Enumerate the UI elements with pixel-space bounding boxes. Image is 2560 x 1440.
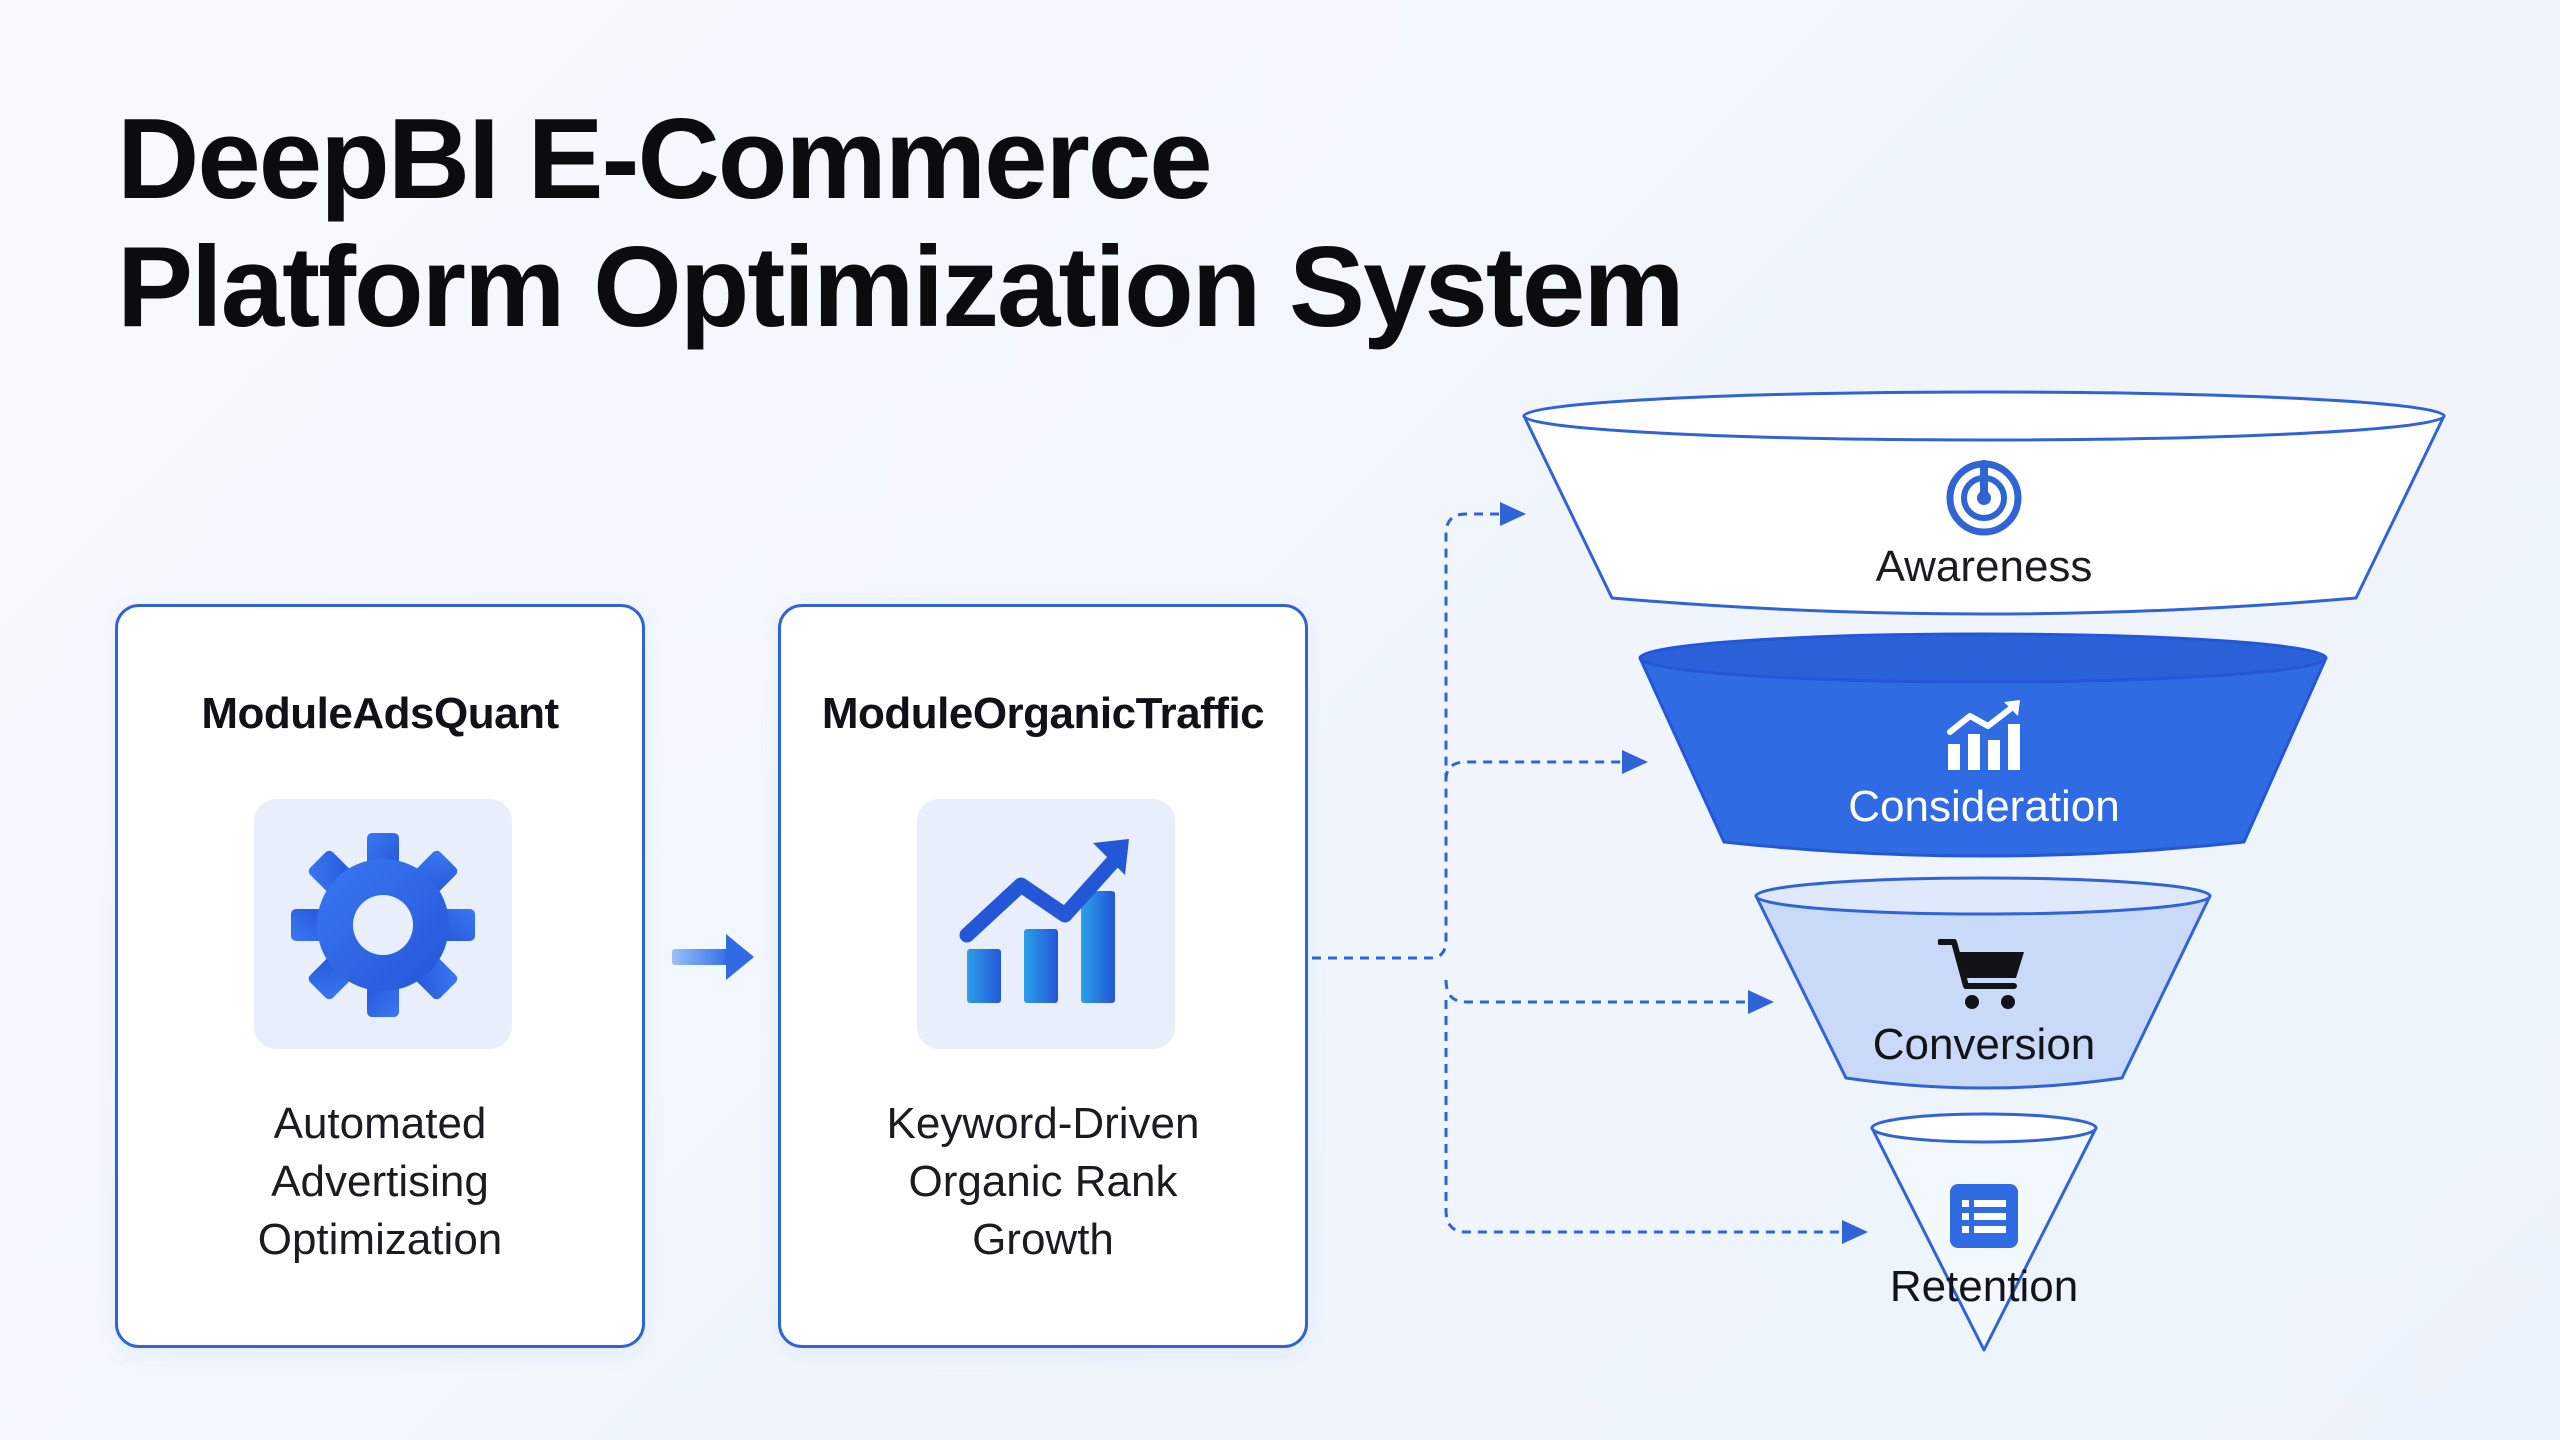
list-document-icon xyxy=(1950,1184,2018,1248)
bar-chart-icon xyxy=(1947,700,2020,770)
stage-label-retention: Retention xyxy=(1889,1262,2079,1311)
module-title: ModuleOrganicTraffic xyxy=(821,689,1265,738)
connector-conversion xyxy=(1444,979,1748,1004)
flow-arrow-right-icon xyxy=(672,934,754,980)
module-card-ads-quant: ModuleAdsQuant Automa xyxy=(115,604,645,1348)
gear-icon xyxy=(291,833,475,1017)
page-title: DeepBI E-Commerce Platform Optimization … xyxy=(117,96,1685,352)
module-icon-tile xyxy=(917,799,1175,1049)
module-card-organic-traffic: ModuleOrganicTraffic Keyword-Driven Orga… xyxy=(778,604,1308,1348)
funnel-stage-conversion xyxy=(1754,876,2212,1090)
connector-consideration xyxy=(1444,760,1622,781)
module-description-line: Keyword-Driven xyxy=(886,1099,1200,1148)
module-title: ModuleAdsQuant xyxy=(201,689,559,738)
bar-chart-trend-icon xyxy=(959,839,1129,1003)
module-description: Keyword-Driven Organic Rank Growth xyxy=(801,1095,1285,1269)
connector-retention xyxy=(1444,1000,1842,1234)
module-icon-tile xyxy=(254,799,512,1049)
arrowhead xyxy=(1842,1220,1868,1244)
module-description: Automated Advertising Optimization xyxy=(138,1095,622,1269)
stage-label-consideration: Consideration xyxy=(1848,782,2120,831)
arrowhead xyxy=(1748,990,1774,1014)
module-description-line: Growth xyxy=(972,1215,1114,1264)
arrowhead xyxy=(1500,502,1526,526)
funnel-stage-consideration xyxy=(1638,632,2328,858)
module-description-line: Advertising xyxy=(271,1157,489,1206)
module-description-line: Optimization xyxy=(257,1215,503,1264)
target-icon xyxy=(1946,460,2022,536)
shopping-cart-icon xyxy=(1938,939,2024,1009)
module-description-line: Organic Rank xyxy=(908,1157,1178,1206)
title-line-2: Platform Optimization System xyxy=(117,224,1685,351)
title-line-1: DeepBI E-Commerce xyxy=(117,96,1213,223)
module-description-line: Automated xyxy=(273,1099,487,1148)
arrowhead xyxy=(1622,750,1648,774)
stage-label-awareness: Awareness xyxy=(1875,542,2093,591)
stage-label-conversion: Conversion xyxy=(1872,1020,2096,1069)
